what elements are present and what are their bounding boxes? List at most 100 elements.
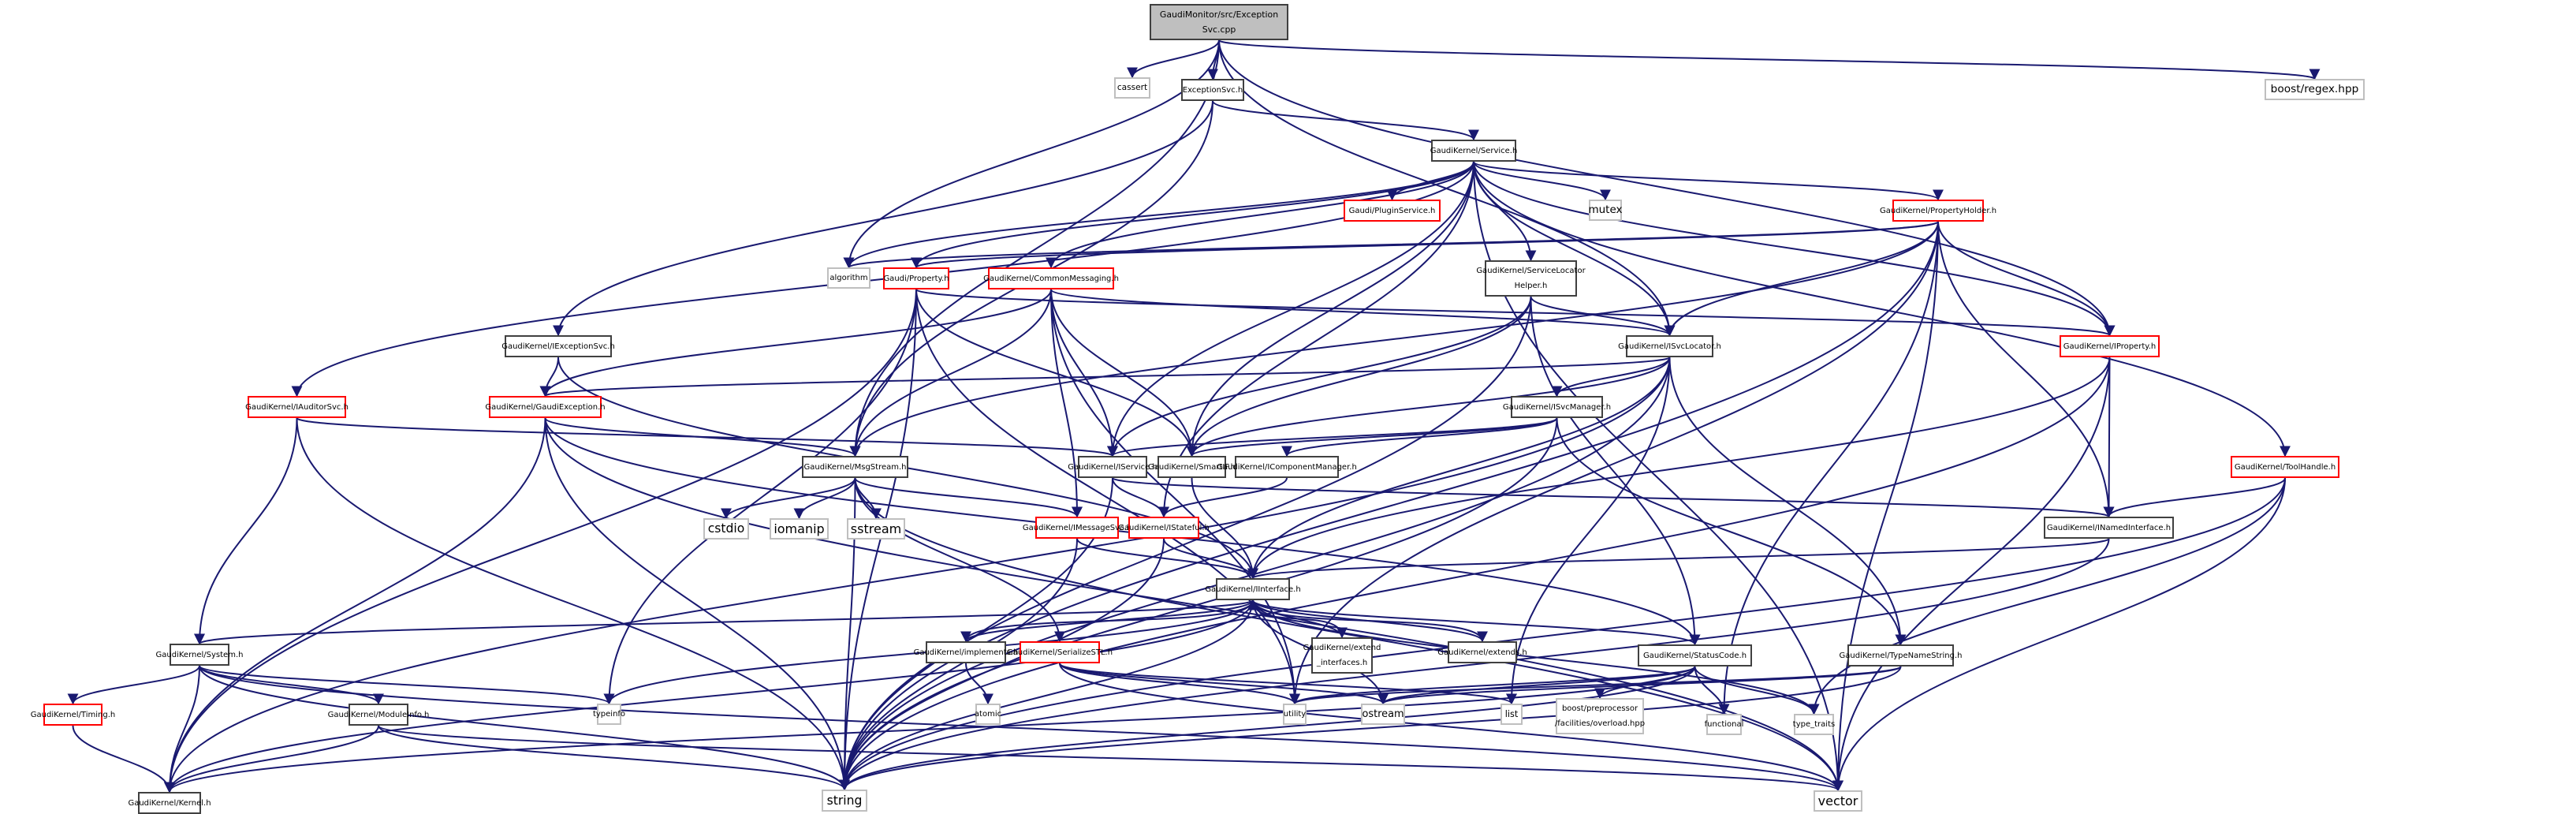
node-iomanip: iomanip [770, 518, 829, 540]
node-propholder[interactable]: GaudiKernel/PropertyHolder.h [1880, 200, 1996, 222]
edge-commonmsg-to-isvcloc [1050, 289, 1676, 337]
edge-implements-to-atomic [965, 663, 993, 705]
node-toolhandle[interactable]: GaudiKernel/ToolHandle.h [2231, 456, 2339, 478]
edge-isvcmgr-to-typename [1556, 417, 1907, 646]
node-istateful[interactable]: GaudiKernel/IStateful.h [1118, 517, 1210, 539]
node-icompmgr[interactable]: GaudiKernel/IComponentManager.h [1217, 456, 1357, 478]
edge-inamed-to-string [839, 538, 2110, 791]
node-utility: utility [1283, 704, 1307, 725]
edge-property-to-kernel [164, 289, 917, 793]
edge-gaudiex-to-vector [544, 417, 1843, 792]
node-plugin[interactable]: Gaudi/PluginService.h [1344, 200, 1441, 222]
edge-iproperty-to-string [839, 357, 2111, 791]
node-serialize[interactable]: GaudiKernel/SerializeSTL.h [1007, 641, 1113, 663]
edge-commonmsg-to-iservice [1050, 289, 1118, 457]
node-iproperty[interactable]: GaudiKernel/IProperty.h [2060, 335, 2160, 357]
edge-iinterface-to-statuscode [1252, 599, 1701, 646]
node-smartif[interactable]: GaudiKernel/SmartIF.h [1148, 456, 1236, 478]
node-mutex: mutex [1588, 200, 1623, 221]
node-extends[interactable]: GaudiKernel/extends.h [1437, 641, 1527, 663]
edge-system-to-vector [199, 665, 1843, 792]
edge-statuscode-to-typetraits [1694, 666, 1820, 715]
edge-moduleinfo-to-vector [378, 725, 1843, 792]
node-atomic: atomic [975, 704, 1001, 725]
edge-msgstream-to-cstdio [721, 477, 856, 520]
node-timing[interactable]: GaudiKernel/Timing.h [31, 704, 115, 726]
edge-toolhandle-to-inamed [2103, 477, 2286, 518]
edge-isvcloc-to-smartif [1186, 357, 1671, 457]
edge-service-to-iproperty [1473, 161, 2116, 337]
node-cstdio: cstdio [703, 518, 749, 540]
edge-propholder-to-iproperty [1937, 221, 2116, 337]
edge-slhelper-to-statuscode [1530, 296, 1701, 646]
edge-iinterface-to-typetraits [1252, 599, 1820, 715]
node-property[interactable]: Gaudi/Property.h [883, 267, 949, 289]
edge-iauditor-to-string [296, 417, 850, 791]
node-implements[interactable]: GaudiKernel/implements.h [914, 641, 1018, 663]
node-service[interactable]: GaudiKernel/Service.h [1430, 140, 1517, 162]
edge-system-to-timing [67, 665, 200, 705]
node-commonmsg[interactable]: GaudiKernel/CommonMessaging.h [983, 267, 1119, 289]
edge-imsgsvc-to-string [839, 538, 1078, 791]
edge-iinterface-to-kernel [164, 599, 1254, 793]
edge-extends-to-iinterface [1247, 599, 1483, 642]
node-kernel[interactable]: GaudiKernel/Kernel.h [128, 792, 211, 814]
node-list: list [1500, 704, 1523, 725]
node-iservice[interactable]: GaudiKernel/IService.h [1068, 456, 1158, 478]
edge-msgstream-to-imsgsvc [854, 477, 1083, 518]
edge-root-to-cassert [1127, 39, 1220, 79]
node-slhelper[interactable]: GaudiKernel/ServiceLocator Helper.h [1476, 260, 1586, 297]
edge-service-to-mutex [1473, 161, 1611, 201]
node-isvcloc[interactable]: GaudiKernel/ISvcLocator.h [1618, 335, 1721, 357]
edge-root-to-msgstream [849, 39, 1220, 457]
node-system[interactable]: GaudiKernel/System.h [156, 644, 243, 666]
node-functional: functional [1705, 714, 1743, 735]
edge-propholder-to-msgstream [849, 221, 1939, 457]
edge-msgstream-to-iomanip [793, 477, 856, 520]
node-gaudiex[interactable]: GaudiKernel/GaudiException.h [485, 396, 606, 418]
edge-propholder-to-inamed [1937, 221, 2115, 518]
node-extendif[interactable]: GaudiKernel/extend _interfaces.h [1303, 637, 1381, 674]
edge-iinterface-to-system [194, 599, 1254, 645]
node-sstream: sstream [847, 518, 905, 540]
edge-propholder-to-vector [1832, 221, 1939, 792]
edge-root-to-isvcloc [1218, 39, 1676, 337]
edge-gaudiex-to-string [544, 417, 850, 791]
node-exsvc[interactable]: ExceptionSvc.h [1181, 79, 1244, 101]
edge-isvcloc-to-kernel [164, 357, 1671, 793]
node-isvcmgr[interactable]: GaudiKernel/ISvcManager.h [1503, 396, 1611, 418]
edge-property-to-smartif [915, 289, 1198, 457]
edge-statuscode-to-utility [1289, 666, 1696, 705]
edge-isvcmgr-to-smartif [1186, 417, 1558, 457]
edge-isvcloc-to-iinterface [1247, 357, 1671, 580]
edge-serialize-to-ostream [1059, 663, 1389, 705]
node-typename[interactable]: GaudiKernel/TypeNameString.h [1840, 644, 1962, 667]
edge-propholder-to-property [911, 221, 1939, 269]
edge-serialize-to-utility [1059, 663, 1300, 705]
node-regex: boost/regex.hpp [2265, 79, 2365, 100]
node-string: string [822, 790, 867, 812]
node-inamed[interactable]: GaudiKernel/INamedInterface.h [2044, 517, 2174, 539]
node-moduleinfo[interactable]: GaudiKernel/ModuleInfo.h [328, 704, 429, 726]
edge-system-to-kernel [164, 665, 200, 793]
edge-statuscode-to-string [839, 666, 1696, 791]
node-typeinfo: typeinfo [593, 704, 625, 725]
node-iauditor[interactable]: GaudiKernel/IAuditorSvc.h [245, 396, 349, 418]
edge-commonmsg-to-gaudiex [539, 289, 1052, 398]
edge-slhelper-to-isvcloc [1530, 296, 1676, 337]
edge-service-to-toolhandle [1473, 161, 2291, 457]
node-msgstream[interactable]: GaudiKernel/MsgStream.h [802, 456, 908, 478]
node-iinterface[interactable]: GaudiKernel/IInterface.h [1205, 578, 1301, 600]
edge-isvcmgr-to-icompmgr [1281, 417, 1558, 457]
node-ostream: ostream [1361, 704, 1405, 725]
node-statuscode[interactable]: GaudiKernel/StatusCode.h [1638, 644, 1752, 667]
edge-commonmsg-to-msgstream [849, 289, 1052, 457]
edge-isvcloc-to-gaudiex [540, 357, 1671, 398]
edge-moduleinfo-to-string [378, 725, 850, 791]
edge-typename-to-string [839, 666, 1902, 791]
node-imsgsvc[interactable]: GaudiKernel/IMessageSvc.h [1023, 517, 1131, 539]
edge-iinterface-to-string [839, 599, 1254, 791]
node-iexsvc[interactable]: GaudiKernel/IExceptionSvc.h [501, 335, 615, 357]
edge-system-to-moduleinfo [199, 665, 384, 705]
edge-exsvc-to-service [1212, 100, 1479, 141]
